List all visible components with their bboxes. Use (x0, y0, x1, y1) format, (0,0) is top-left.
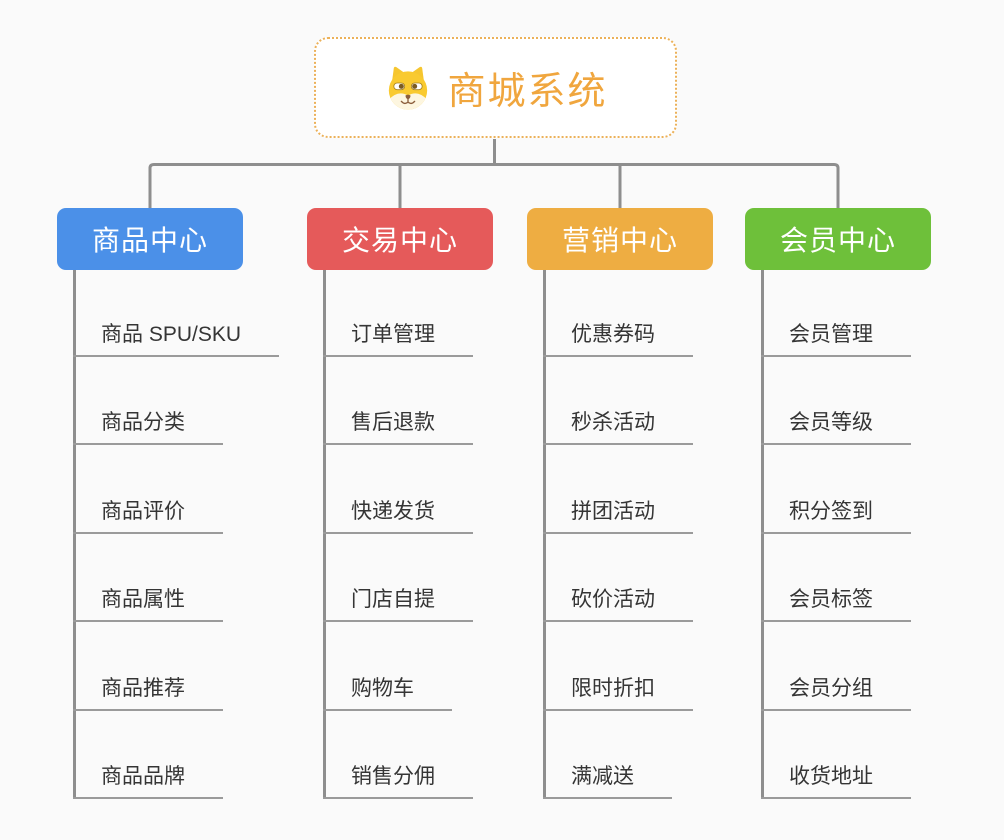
branch-trunk-line (761, 270, 764, 799)
branch-label: 会员中心 (779, 225, 896, 256)
branch-label: 营销中心 (561, 225, 678, 256)
branch-label: 交易中心 (341, 225, 458, 256)
leaf-node[interactable]: 收货地址 (761, 755, 911, 799)
branch-trunk-line (73, 270, 76, 799)
leaf-node[interactable]: 商品属性 (73, 578, 223, 622)
leaf-node[interactable]: 门店自提 (323, 578, 473, 622)
leaf-node[interactable]: 商品评价 (73, 490, 223, 534)
leaf-node[interactable]: 购物车 (323, 667, 452, 711)
root-title: 商城系统 (447, 71, 608, 113)
leaf-node[interactable]: 售后退款 (323, 401, 473, 445)
leaf-node[interactable]: 商品推荐 (73, 667, 223, 711)
leaf-node[interactable]: 秒杀活动 (543, 401, 693, 445)
leaf-node[interactable]: 商品分类 (73, 401, 223, 445)
leaf-node[interactable]: 订单管理 (323, 313, 473, 357)
leaf-node[interactable]: 商品品牌 (73, 755, 223, 799)
leaf-node[interactable]: 砍价活动 (543, 578, 693, 622)
leaf-node[interactable]: 会员管理 (761, 313, 911, 357)
leaf-node[interactable]: 快递发货 (323, 490, 473, 534)
leaf-node[interactable]: 拼团活动 (543, 490, 693, 534)
dog-face-icon (383, 63, 433, 113)
leaf-node[interactable]: 积分签到 (761, 490, 911, 534)
branch-label: 商品中心 (91, 225, 208, 256)
branch-trunk-line (543, 270, 546, 799)
root-node[interactable]: 商城系统 (314, 37, 677, 138)
leaf-node[interactable]: 会员等级 (761, 401, 911, 445)
leaf-node[interactable]: 商品 SPU/SKU (73, 313, 280, 357)
branch-node[interactable]: 商品中心 (57, 208, 243, 270)
leaf-node[interactable]: 会员标签 (761, 578, 911, 622)
branch-node[interactable]: 交易中心 (307, 208, 493, 270)
leaf-node[interactable]: 满减送 (543, 755, 672, 799)
leaf-node[interactable]: 优惠券码 (543, 313, 693, 357)
branch-node[interactable]: 营销中心 (527, 208, 713, 270)
leaf-node[interactable]: 会员分组 (761, 667, 911, 711)
leaf-node[interactable]: 销售分佣 (323, 755, 473, 799)
leaf-node[interactable]: 限时折扣 (543, 667, 693, 711)
branch-node[interactable]: 会员中心 (745, 208, 931, 270)
branch-trunk-line (323, 270, 326, 799)
